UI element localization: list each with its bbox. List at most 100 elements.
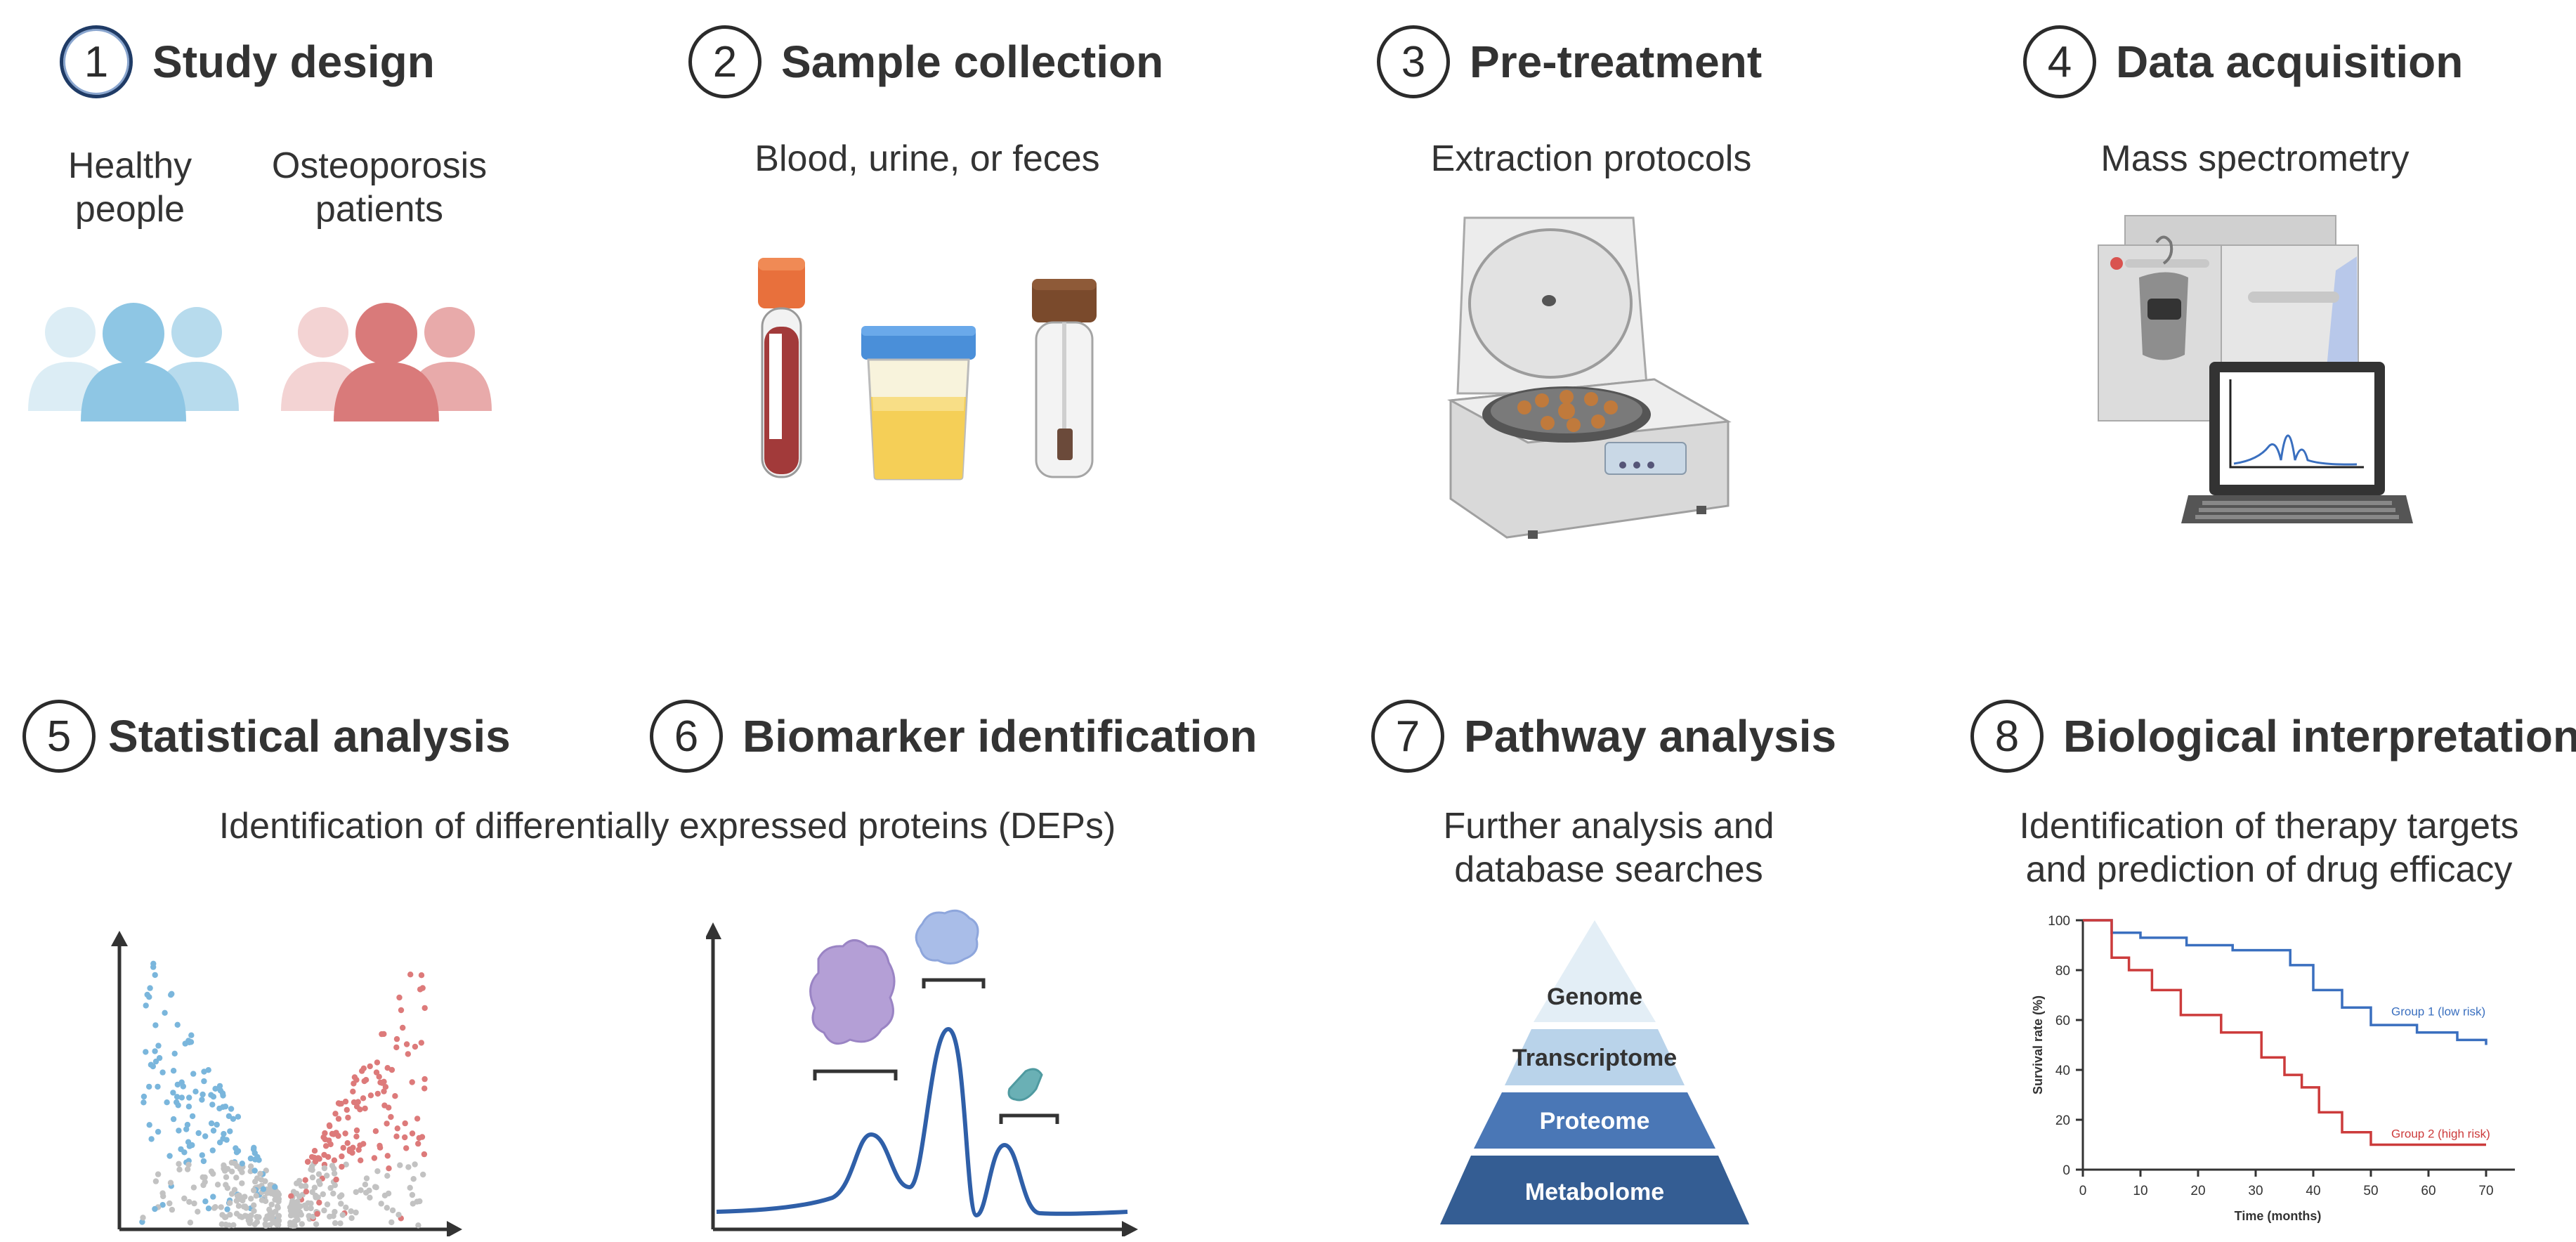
- volcano-point: [190, 1184, 197, 1191]
- volcano-x-arrow: [447, 1221, 462, 1236]
- volcano-point: [228, 1159, 235, 1166]
- volcano-point: [372, 1128, 379, 1135]
- volcano-point: [400, 1024, 406, 1031]
- volcano-point: [363, 1175, 370, 1182]
- volcano-point: [410, 1201, 416, 1207]
- volcano-point: [322, 1130, 328, 1137]
- volcano-point: [242, 1203, 249, 1210]
- step-3-title: Pre-treatment: [1470, 37, 1763, 87]
- volcano-point: [181, 1149, 188, 1156]
- volcano-point: [223, 1174, 230, 1180]
- survival-y-tick-label: 80: [2055, 964, 2070, 979]
- volcano-point: [159, 1202, 166, 1208]
- volcano-point: [374, 1090, 381, 1097]
- volcano-point: [421, 1151, 428, 1158]
- volcano-point: [296, 1194, 303, 1200]
- survival-y-tick-label: 0: [2062, 1163, 2070, 1178]
- volcano-point: [311, 1148, 318, 1154]
- volcano-point: [308, 1205, 314, 1212]
- volcano-point: [191, 1200, 197, 1207]
- volcano-point: [139, 1219, 145, 1225]
- volcano-point: [227, 1128, 233, 1135]
- volcano-point: [289, 1222, 296, 1229]
- volcano-point: [210, 1094, 217, 1100]
- volcano-point: [410, 1176, 417, 1182]
- bio-subtitle-line1: Identification of therapy targets: [2019, 806, 2519, 846]
- survival-x-tick-label: 40: [2306, 1184, 2320, 1198]
- volcano-point: [379, 1080, 386, 1086]
- survival-y-label: Survival rate (%): [2031, 995, 2045, 1094]
- volcano-point: [303, 1189, 310, 1195]
- volcano-point: [221, 1130, 227, 1137]
- volcano-point: [214, 1182, 221, 1188]
- volcano-point: [210, 1170, 216, 1177]
- volcano-point: [253, 1193, 259, 1199]
- volcano-point: [412, 1043, 419, 1050]
- volcano-point: [397, 1162, 403, 1168]
- volcano-point: [143, 1002, 149, 1009]
- volcano-point: [176, 1127, 182, 1134]
- volcano-point: [162, 1009, 168, 1016]
- volcano-point: [202, 1198, 209, 1205]
- volcano-plot: [111, 931, 462, 1236]
- volcano-point: [336, 1194, 344, 1200]
- volcano-point: [178, 1094, 185, 1101]
- survival-y-tick-label: 60: [2055, 1014, 2070, 1028]
- volcano-point: [230, 1222, 237, 1229]
- volcano-point: [224, 1206, 230, 1212]
- volcano-point: [321, 1151, 327, 1158]
- volcano-point: [257, 1170, 263, 1177]
- survival-label-group1: Group 1 (low risk): [2391, 1005, 2485, 1019]
- volcano-point: [332, 1111, 339, 1117]
- volcano-point: [247, 1155, 254, 1162]
- volcano-point: [295, 1206, 301, 1212]
- volcano-point: [155, 1171, 162, 1177]
- volcano-point: [174, 1081, 181, 1088]
- volcano-point: [402, 1120, 408, 1127]
- step-6-title: Biomarker identification: [743, 711, 1257, 761]
- volcano-point: [315, 1178, 322, 1184]
- survival-x-tick-label: 0: [2079, 1184, 2087, 1198]
- volcano-point: [353, 1127, 360, 1134]
- volcano-point: [330, 1190, 336, 1197]
- volcano-point: [202, 1174, 208, 1181]
- volcano-point: [309, 1174, 316, 1181]
- step-3-number: 3: [1377, 25, 1450, 98]
- volcano-point: [335, 1116, 342, 1122]
- mass-spectrometer-icon: [2098, 215, 2413, 523]
- volcano-point: [384, 1120, 390, 1127]
- biomarker-plot: [706, 909, 1138, 1236]
- healthy-people-icon: [28, 303, 239, 421]
- volcano-point: [166, 1153, 173, 1159]
- volcano-point: [176, 1161, 182, 1167]
- patients-label-line1: Osteoporosis: [271, 145, 488, 186]
- volcano-point: [302, 1183, 309, 1189]
- survival-x-tick-label: 10: [2133, 1184, 2147, 1198]
- volcano-point: [239, 1169, 245, 1175]
- volcano-point: [409, 1191, 416, 1198]
- survival-series: Group 1 (low risk)Group 2 (high risk): [2083, 919, 2490, 1146]
- volcano-point: [315, 1171, 322, 1177]
- volcano-point: [418, 1040, 424, 1046]
- volcano-point: [310, 1213, 316, 1220]
- volcano-point: [339, 1212, 346, 1218]
- volcano-point: [360, 1095, 367, 1102]
- volcano-point: [378, 1201, 384, 1207]
- volcano-point: [147, 985, 153, 991]
- volcano-point: [361, 1078, 367, 1085]
- volcano-point: [171, 1050, 178, 1057]
- volcano-point: [140, 1215, 146, 1221]
- volcano-point: [199, 1152, 205, 1158]
- step-6-number: 6: [650, 700, 723, 773]
- volcano-point: [329, 1163, 336, 1169]
- volcano-point: [362, 1105, 368, 1112]
- volcano-point: [229, 1168, 235, 1175]
- volcano-point: [308, 1166, 314, 1172]
- patients-label-line2: patients: [315, 189, 444, 230]
- volcano-point: [181, 1195, 188, 1202]
- volcano-point: [146, 1122, 152, 1128]
- volcano-point: [381, 1031, 387, 1038]
- volcano-point: [223, 1137, 230, 1143]
